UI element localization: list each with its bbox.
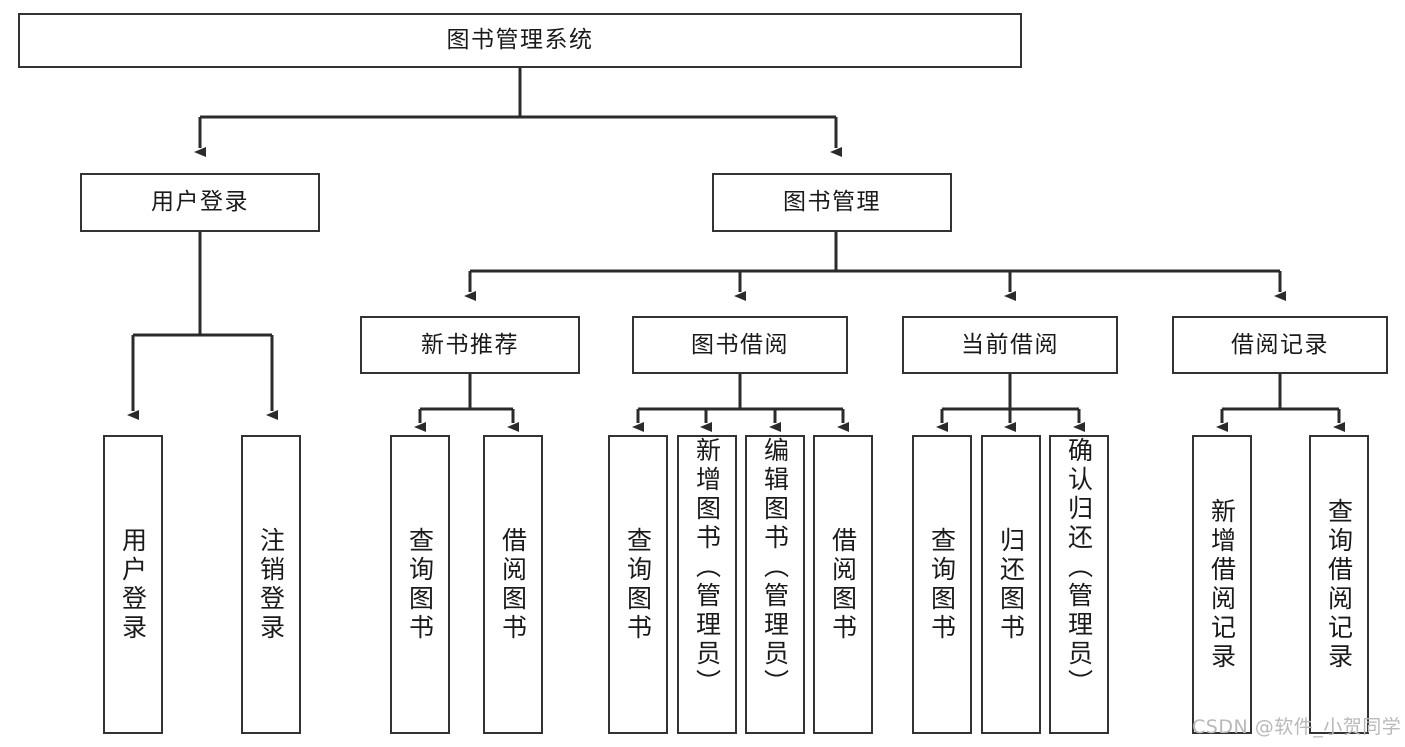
- leaf-add-borrow-record[interactable]: 新增借阅记录: [1192, 435, 1252, 734]
- node-label: 确认归还（管理员）: [1064, 437, 1094, 698]
- node-label: 新增图书（管理员）: [692, 437, 722, 698]
- node-label: 查询图书: [405, 526, 435, 643]
- leaf-user-login[interactable]: 用户登录: [103, 435, 163, 734]
- node-user-login[interactable]: 用户登录: [80, 173, 320, 232]
- node-label: 图书管理系统: [446, 27, 594, 53]
- node-label: 查询图书: [623, 526, 653, 643]
- node-label: 新书推荐: [421, 331, 519, 358]
- node-label: 用户登录: [118, 526, 148, 643]
- leaf-query-book-recommend[interactable]: 查询图书: [390, 435, 450, 734]
- node-root-system[interactable]: 图书管理系统: [18, 13, 1022, 68]
- leaf-query-book-borrow[interactable]: 查询图书: [608, 435, 668, 734]
- node-label: 编辑图书（管理员）: [760, 437, 790, 698]
- node-label: 图书管理: [783, 189, 881, 215]
- node-label: 借阅图书: [498, 526, 528, 643]
- node-label: 当前借阅: [961, 331, 1059, 358]
- node-label: 查询图书: [927, 526, 957, 643]
- node-book-borrow[interactable]: 图书借阅: [632, 316, 848, 374]
- leaf-edit-book-admin[interactable]: 编辑图书（管理员）: [745, 435, 805, 734]
- leaf-confirm-return-admin[interactable]: 确认归还（管理员）: [1049, 435, 1109, 734]
- csdn-watermark: CSDN @软件_小贺同学: [1192, 716, 1402, 738]
- node-label: 查询借阅记录: [1324, 497, 1354, 672]
- node-new-book-recommend[interactable]: 新书推荐: [360, 316, 580, 374]
- leaf-logout-login[interactable]: 注销登录: [241, 435, 301, 734]
- leaf-borrow-book-recommend[interactable]: 借阅图书: [483, 435, 543, 734]
- node-label: 归还图书: [996, 526, 1026, 643]
- node-current-borrow[interactable]: 当前借阅: [902, 316, 1118, 374]
- leaf-borrow-book[interactable]: 借阅图书: [813, 435, 873, 734]
- node-label: 新增借阅记录: [1207, 497, 1237, 672]
- node-label: 借阅图书: [828, 526, 858, 643]
- leaf-return-book[interactable]: 归还图书: [981, 435, 1041, 734]
- node-label: 借阅记录: [1231, 331, 1329, 358]
- leaf-query-borrow-record[interactable]: 查询借阅记录: [1309, 435, 1369, 734]
- node-label: 用户登录: [151, 189, 249, 215]
- node-label: 注销登录: [256, 526, 286, 643]
- leaf-query-book-current[interactable]: 查询图书: [912, 435, 972, 734]
- node-label: 图书借阅: [691, 331, 789, 358]
- leaf-add-book-admin[interactable]: 新增图书（管理员）: [677, 435, 737, 734]
- node-borrow-record[interactable]: 借阅记录: [1172, 316, 1388, 374]
- node-book-management[interactable]: 图书管理: [712, 173, 952, 232]
